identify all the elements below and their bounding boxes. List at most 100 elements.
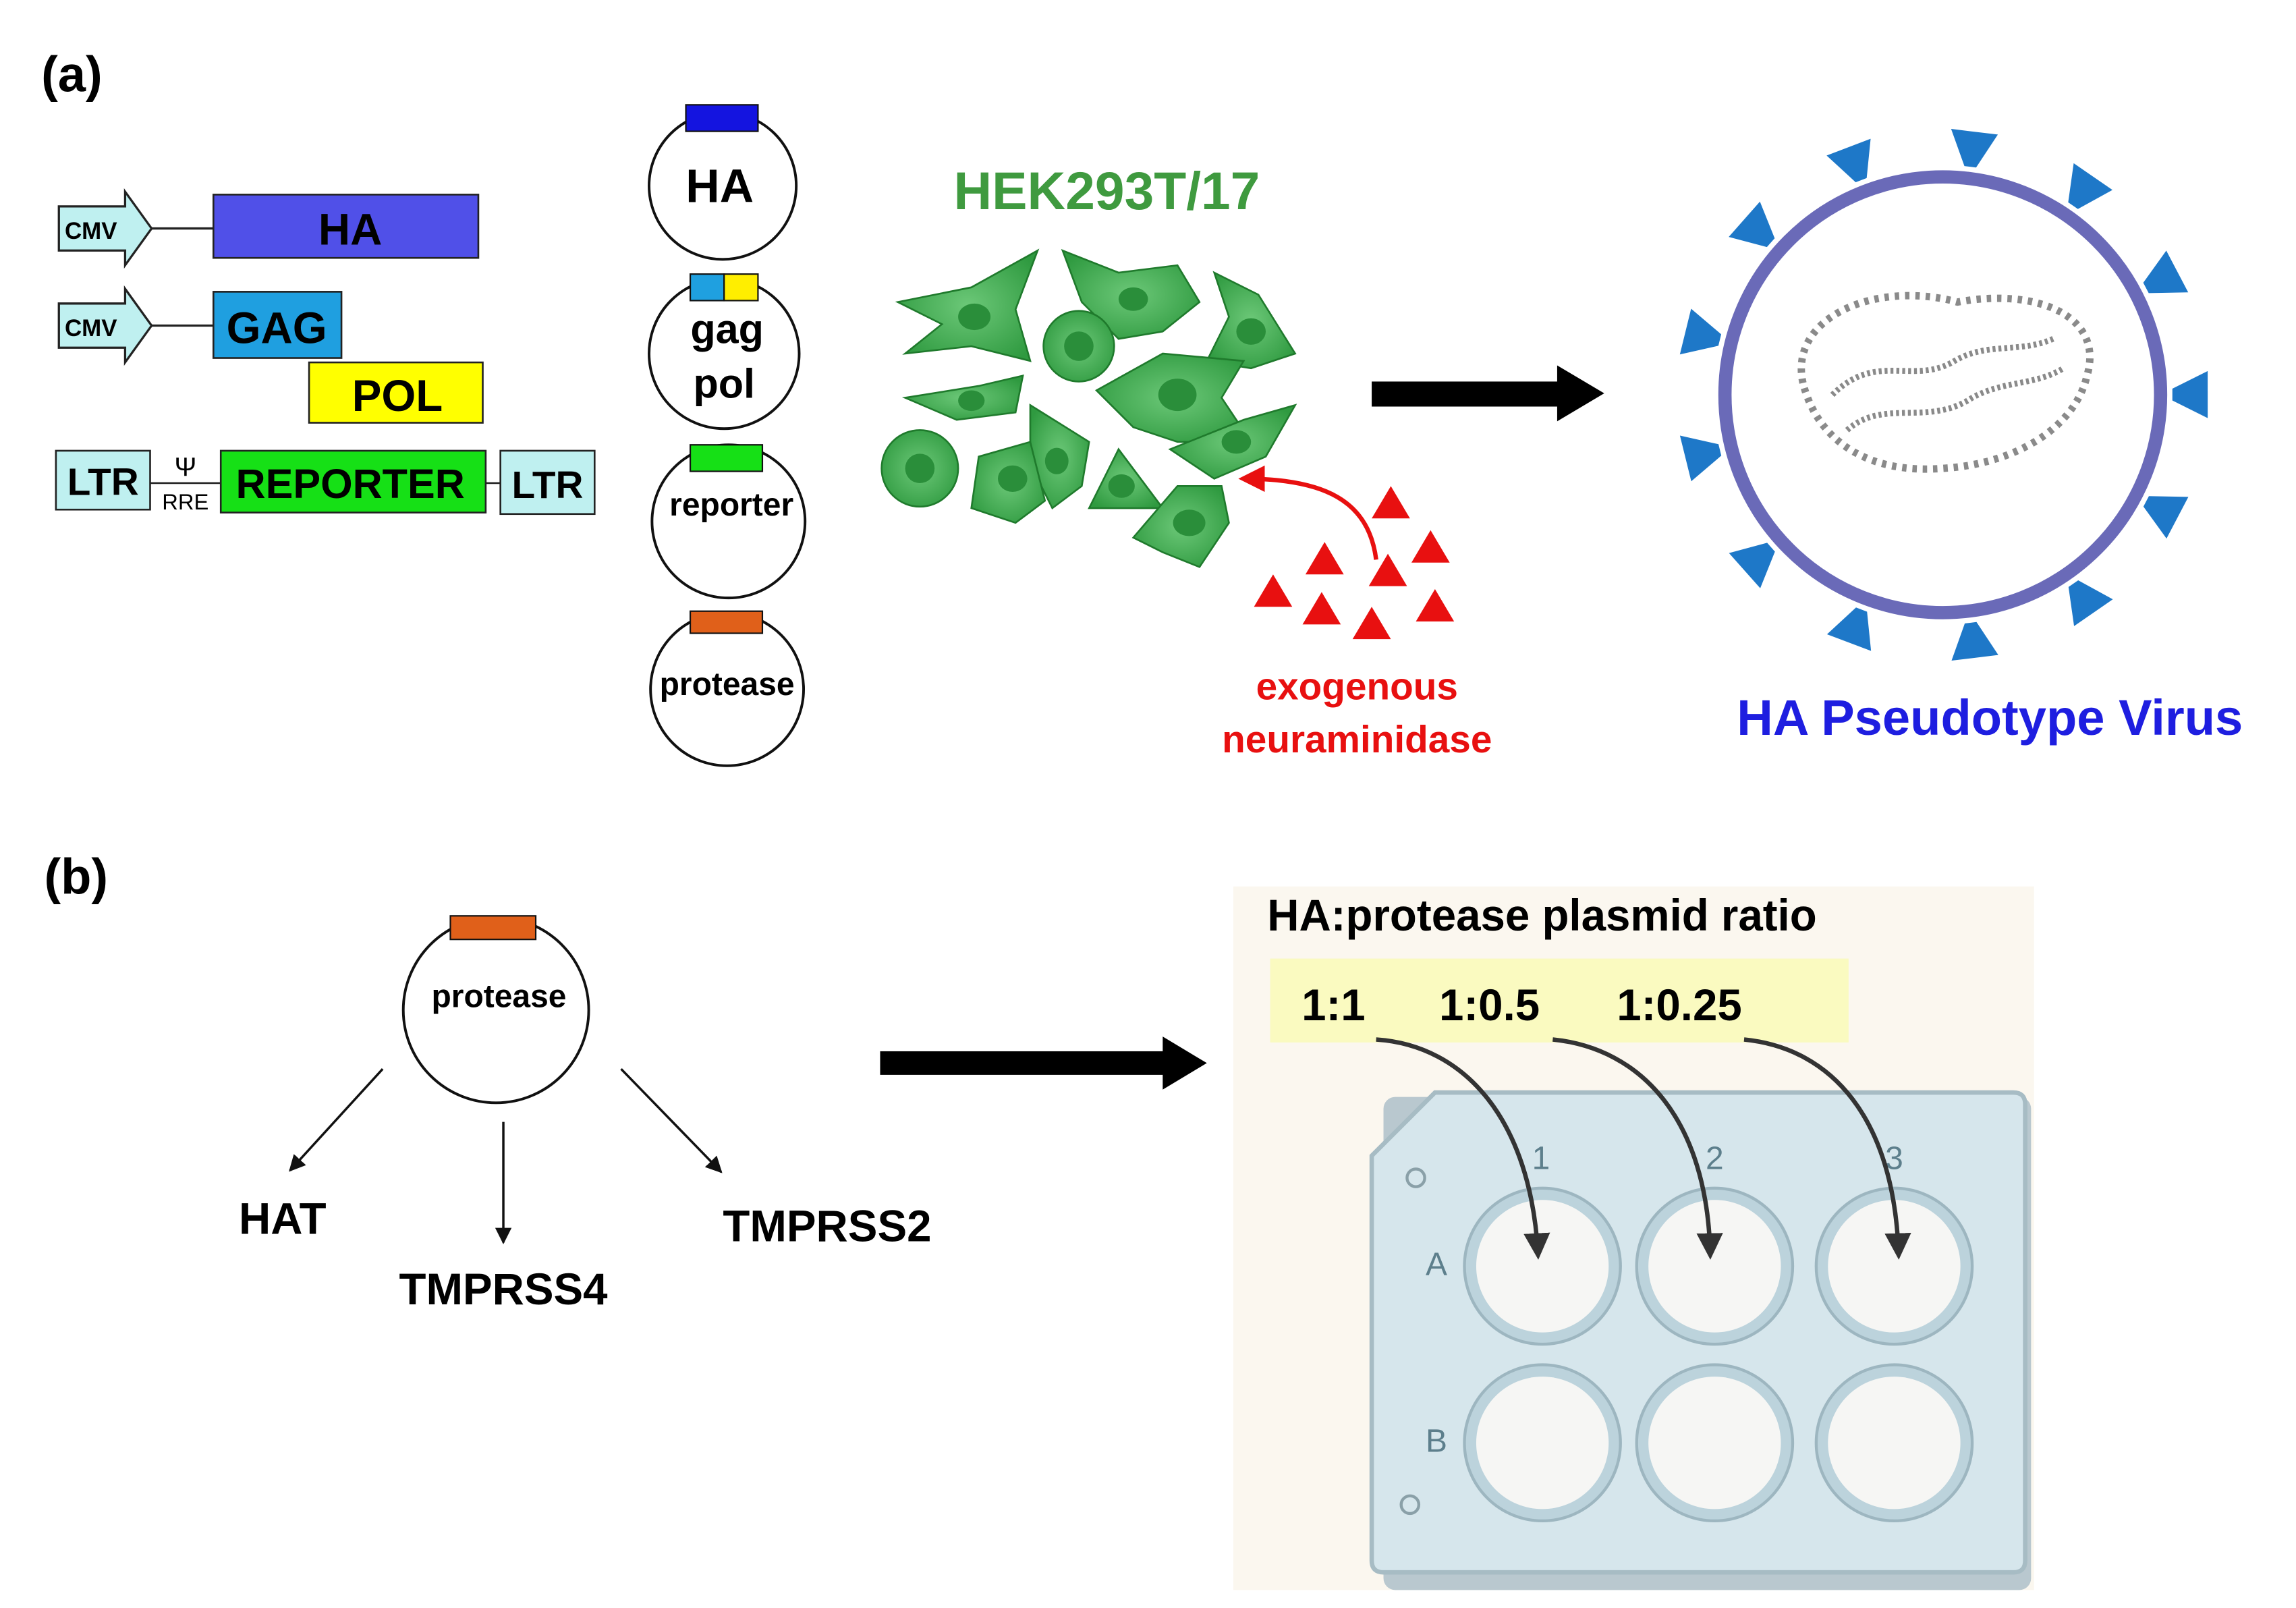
plasmid-ha-label: HA [685, 159, 754, 212]
reporter-gene-box [219, 449, 487, 514]
ltr-right-label: LTR [511, 464, 583, 507]
panel-a-label: (a) [41, 47, 103, 103]
construct-ha: CMV HA [57, 188, 480, 269]
virus-spike [1679, 435, 1722, 482]
cmv-label-2: CMV [65, 315, 117, 341]
neuraminidase-triangle [1372, 486, 1410, 519]
neuraminidase-triangle [1416, 589, 1455, 622]
virus-spike [1826, 138, 1871, 183]
neuraminidase-triangle [1254, 574, 1293, 607]
ltr-left-box [55, 449, 151, 511]
well-b1 [1463, 1363, 1622, 1523]
ratio-1: 1:1 [1301, 980, 1366, 1030]
virus-spike [2143, 496, 2189, 539]
plasmid-insert-ha [685, 104, 759, 132]
ratio-to-well-arrow-3 [1743, 1037, 1911, 1260]
plate-marker-hole [1405, 1167, 1426, 1188]
plasmid-protease-label: protease [431, 979, 566, 1015]
virus-spike [2068, 163, 2112, 209]
ratio-title: HA:protease plasmid ratio [1267, 891, 1817, 940]
cell-nucleus [1118, 287, 1148, 311]
well-bottom [1476, 1200, 1609, 1333]
cell-nucleus [1236, 318, 1266, 345]
ha-gene-label: HA [318, 205, 383, 254]
cmv-label-1: CMV [65, 218, 117, 244]
virus-spike [1951, 621, 1998, 661]
cmv-promoter-1 [57, 188, 153, 269]
neuraminidase-triangle [1352, 607, 1391, 640]
virus-spikes [1679, 129, 2208, 661]
neuraminidase-triangle [1411, 530, 1450, 563]
ltr-right-box [499, 449, 596, 516]
capsid-outline [1797, 292, 2094, 473]
ratio-box [1270, 958, 1849, 1043]
cell-nucleus [997, 465, 1028, 493]
protease-tmprss4-label: TMPRSS4 [399, 1265, 609, 1314]
process-arrow-b [880, 1036, 1207, 1090]
panel-b-label: (b) [44, 849, 108, 905]
ratio-3: 1:0.25 [1617, 980, 1742, 1030]
cell-nucleus [958, 303, 991, 331]
plasmid-gag-label: gag [690, 306, 764, 352]
virus-spike [1679, 308, 1722, 355]
ha-gene-box [212, 194, 480, 259]
pseudotype-virus [1679, 129, 2208, 661]
cell-nucleus [905, 453, 935, 483]
ratio-to-well-arrow-1 [1376, 1037, 1550, 1260]
gag-gene-label: GAG [227, 304, 327, 353]
cmv-promoter-2 [57, 285, 153, 366]
gag-gene-box [212, 291, 343, 359]
plate-row-label-a: A [1426, 1247, 1447, 1283]
neuraminidase-triangle [1305, 542, 1344, 575]
plasmid-gag-pol: gag pol [648, 273, 801, 431]
well-a2 [1635, 1186, 1795, 1346]
cell-nucleus [1221, 430, 1252, 454]
well-bottom [1476, 1377, 1609, 1509]
virus-spike [1826, 607, 1872, 651]
ltr-left-label: LTR [67, 461, 139, 503]
virus-spike [2143, 250, 2189, 294]
plasmid-protease-label: protease [660, 667, 795, 702]
neuraminidase-label-line2: neuraminidase [1222, 719, 1492, 761]
cell-nucleus [1064, 331, 1094, 361]
pol-gene-label: POL [352, 371, 443, 420]
well-a3 [1814, 1186, 1974, 1346]
ratio-2: 1:0.5 [1439, 980, 1540, 1030]
arrow-shaft [1372, 381, 1563, 407]
plasmid-protease-a: protease [649, 610, 806, 767]
well-bottom [1828, 1200, 1961, 1333]
cell-nucleus [958, 390, 985, 412]
virus-capsid [1797, 292, 2094, 473]
rre-label: RRE [162, 489, 208, 514]
plate-column-label-1: 1 [1532, 1140, 1550, 1176]
well-bottom [1648, 1200, 1781, 1333]
plasmid-insert-protease [449, 915, 537, 941]
genome-strand [1845, 366, 2065, 433]
plate-column-label-2: 2 [1706, 1140, 1724, 1176]
well-a1 [1463, 1186, 1622, 1346]
virus-spike [1951, 129, 1998, 168]
cell-cluster [880, 248, 1297, 568]
reporter-gene-label: REPORTER [236, 461, 465, 507]
neuraminidase-particles [1254, 486, 1455, 640]
well-bottom [1648, 1377, 1781, 1509]
construct-reporter: LTR Ψ RRE REPORTER LTR [55, 449, 596, 516]
plasmid-reporter: reporter [650, 443, 807, 600]
cell-line-label: HEK293T/17 [953, 161, 1260, 221]
plasmid-protease-b: protease [401, 915, 590, 1105]
cell-nucleus [1158, 379, 1197, 412]
plate-row-label-b: B [1426, 1423, 1447, 1459]
virus-spike [2068, 580, 2113, 626]
plasmid-ha: HA [648, 104, 798, 261]
cell-nucleus [1108, 474, 1135, 498]
plasmid-insert-gag [689, 273, 725, 302]
protease-hat-label: HAT [239, 1194, 327, 1243]
process-arrow-a [1372, 365, 1604, 422]
pol-gene-box [308, 361, 484, 424]
well-bottom [1828, 1377, 1961, 1509]
plate-marker-hole [1399, 1494, 1421, 1516]
plasmid-pol-label: pol [693, 360, 755, 406]
cell-nucleus [1044, 447, 1069, 474]
neuraminidase-label-line1: exogenous [1256, 666, 1458, 709]
